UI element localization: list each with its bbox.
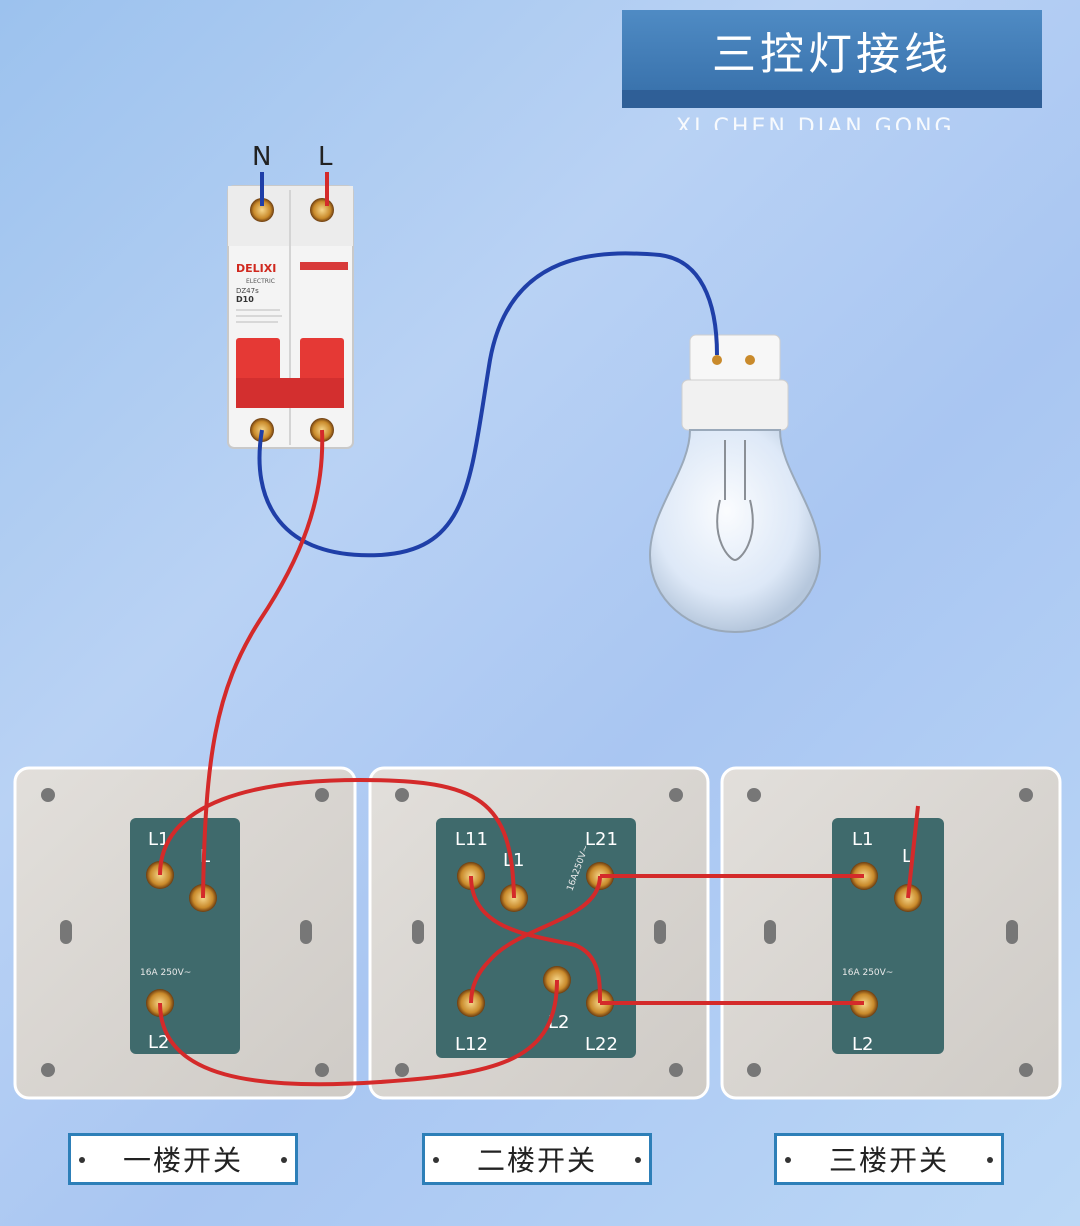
breaker-brand-sub: ELECTRIC: [246, 278, 275, 285]
breaker-terminal-n-top: [250, 198, 274, 222]
sw3-terminal-l: L: [902, 846, 912, 867]
lamp-holder-base: [681, 379, 789, 431]
breaker-rating: D10: [236, 295, 254, 304]
sw3-terminal-l2: L2: [852, 1034, 873, 1055]
sw1-terminal-l1: L1: [148, 829, 169, 850]
sw1-terminal-l2: L2: [148, 1032, 169, 1053]
supply-n-label: N: [252, 142, 271, 172]
switch-2-label-box: 二楼开关: [422, 1133, 652, 1185]
bulb-glass: [648, 429, 822, 634]
breaker-brand: DELIXI: [236, 262, 276, 275]
sw3-rating: 16A 250V~: [842, 968, 893, 978]
page-title: 三控灯接线: [712, 29, 952, 80]
switch-panel-1: L1 L L2 16A 250V~: [13, 766, 357, 1100]
supply-l-label: L: [318, 142, 333, 172]
sw3-terminal-l1: L1: [852, 829, 873, 850]
lamp-holder-top: [689, 334, 781, 384]
switch-panel-2: L11 L1 L21 L12 L2 L22 16A250V~: [368, 766, 710, 1100]
sw2-terminal-l21: L21: [585, 829, 618, 850]
breaker-model: DZ47s: [236, 287, 259, 295]
switch-2-label: 二楼开关: [476, 1144, 597, 1177]
sw2-cross-l11-l22: [469, 875, 602, 1004]
title-subtitle: XI CHEN DIAN GONG: [676, 115, 955, 130]
sw2-cross-l21-l12: [469, 875, 602, 1004]
live-wire-sw3-to-lamp: [906, 805, 920, 899]
switch-3-label-box: 三楼开关: [774, 1133, 1004, 1185]
switch-panel-3: L1 L L2 16A 250V~: [720, 766, 1062, 1100]
sw2-terminal-l22: L22: [585, 1034, 618, 1055]
switch-1-label: 一楼开关: [122, 1144, 243, 1177]
title-banner: 三控灯接线: [622, 10, 1042, 108]
breaker-indicator: [300, 262, 348, 270]
bulb-filament: [716, 440, 754, 562]
switch-1-label-box: 一楼开关: [68, 1133, 298, 1185]
terminal-block-3: [832, 818, 944, 1054]
breaker-terminal-l-top: [310, 198, 334, 222]
sw2-terminal-l12: L12: [455, 1034, 488, 1055]
terminal-block-1: [130, 818, 240, 1054]
traveler-sw1-l1-to-sw2-l1: [158, 777, 516, 899]
traveler-sw1-l2-to-sw2-l2: [158, 979, 559, 1087]
circuit-breaker: DELIXI ELECTRIC DZ47s D10: [227, 185, 354, 449]
switch-3-label: 三楼开关: [828, 1144, 949, 1177]
sw1-rating: 16A 250V~: [140, 968, 191, 978]
live-wire-to-switch1: [201, 429, 325, 899]
light-bulb: [648, 334, 822, 634]
sw2-terminal-l11: L11: [455, 829, 488, 850]
